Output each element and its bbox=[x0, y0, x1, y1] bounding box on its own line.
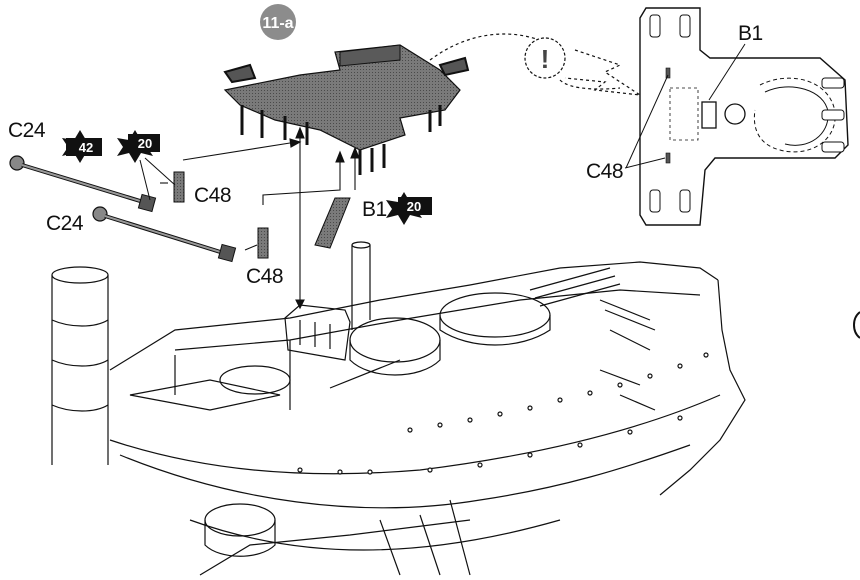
detail-b1-slot bbox=[701, 101, 717, 129]
detail-label-b1: B1 bbox=[738, 22, 763, 45]
rail-c24-bottom bbox=[92, 206, 237, 263]
detail-plate bbox=[624, 7, 849, 226]
ship-hull bbox=[51, 241, 746, 576]
label-c48-lower: C48 bbox=[246, 265, 283, 288]
warning-symbol: ! bbox=[541, 44, 550, 74]
rail-c24-top bbox=[9, 155, 157, 213]
star-42-number: 42 bbox=[79, 140, 93, 155]
label-c48-upper: C48 bbox=[194, 184, 231, 207]
step-badge: 11-a bbox=[260, 4, 296, 40]
part-c48-lower bbox=[257, 227, 269, 259]
step-badge-circle bbox=[260, 4, 296, 40]
label-c24-bottom: C24 bbox=[46, 212, 84, 235]
part-b1 bbox=[314, 197, 351, 249]
star-20-left-number: 20 bbox=[138, 136, 152, 151]
assembly-arrows bbox=[160, 126, 360, 310]
label-b1: B1 bbox=[362, 198, 387, 221]
edge-glyph bbox=[853, 311, 860, 339]
star-badge-20-b1: 20 bbox=[386, 192, 432, 225]
warning-icon: ! bbox=[524, 37, 566, 79]
label-c24-top: C24 bbox=[8, 119, 46, 142]
star-20-b1-number: 20 bbox=[407, 199, 421, 214]
step-number: 11-a bbox=[262, 15, 293, 32]
star-badge-42: 42 bbox=[62, 130, 102, 163]
platform-part-11a bbox=[223, 44, 470, 175]
star-badge-20-left: 20 bbox=[117, 130, 176, 201]
part-c48-upper bbox=[173, 171, 185, 203]
detail-label-c48: C48 bbox=[586, 160, 623, 183]
